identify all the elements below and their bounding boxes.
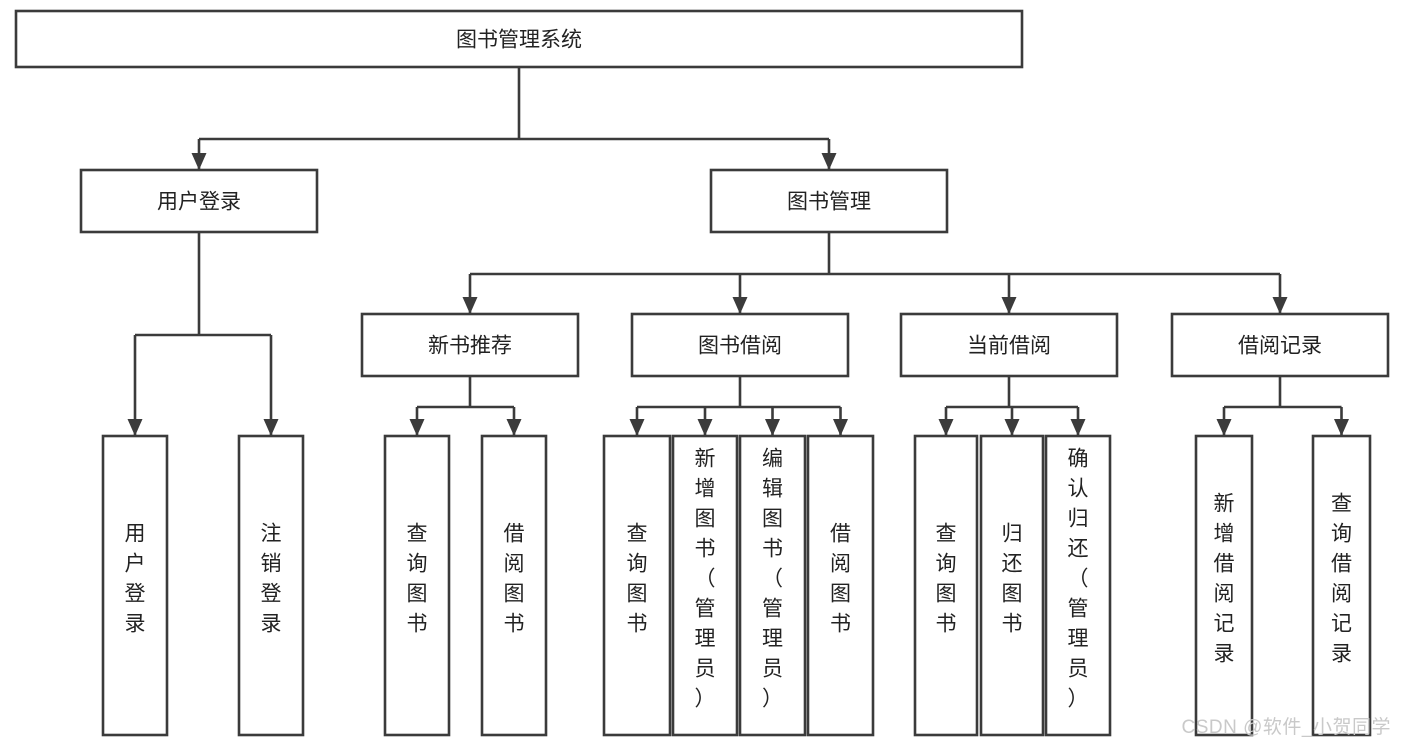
node-label: 注销登录 — [261, 523, 282, 636]
node-current-borrow[interactable]: 当前借阅 — [899, 312, 1119, 378]
arrow-head-icon — [1004, 419, 1020, 436]
node-box[interactable] — [101, 434, 169, 737]
node-label: 新书推荐 — [428, 335, 512, 358]
arrow-head-icon — [191, 153, 207, 170]
arrow-head-icon — [1216, 419, 1232, 436]
node-root[interactable]: 图书管理系统 — [14, 9, 1024, 69]
node-leaf-borrow-book-1[interactable]: 借阅图书 — [480, 434, 548, 737]
node-label: 图书管理 — [787, 191, 871, 214]
node-box[interactable] — [738, 434, 807, 737]
arrow-head-icon — [732, 297, 748, 314]
node-label: 借阅图书 — [830, 523, 851, 636]
node-box[interactable] — [671, 434, 739, 737]
node-box[interactable] — [480, 434, 548, 737]
connector-layer — [127, 67, 1349, 436]
arrow-head-icon — [409, 419, 425, 436]
node-label: 归还图书 — [1002, 523, 1023, 636]
arrow-head-icon — [1001, 297, 1017, 314]
node-leaf-query-borrow-record[interactable]: 查询借阅记录 — [1311, 434, 1372, 737]
arrow-head-icon — [697, 419, 713, 436]
node-label: 查询图书 — [627, 523, 648, 636]
node-leaf-user-login[interactable]: 用户登录 — [101, 434, 169, 737]
node-label: 借阅记录 — [1238, 335, 1322, 358]
arrow-head-icon — [1070, 419, 1086, 436]
node-leaf-query-book-3[interactable]: 查询图书 — [913, 434, 979, 737]
arrow-head-icon — [127, 419, 143, 436]
node-borrow-record[interactable]: 借阅记录 — [1170, 312, 1390, 378]
node-box[interactable] — [1170, 312, 1390, 378]
node-leaf-return-book[interactable]: 归还图书 — [979, 434, 1045, 737]
arrow-head-icon — [462, 297, 478, 314]
node-new-book-recommend[interactable]: 新书推荐 — [360, 312, 580, 378]
node-leaf-add-book-admin[interactable]: 新增图书（管理员） — [671, 434, 739, 737]
node-label: 图书借阅 — [698, 335, 782, 358]
node-box[interactable] — [79, 168, 319, 234]
arrow-head-icon — [1334, 419, 1349, 436]
arrow-head-icon — [1272, 297, 1288, 314]
node-box[interactable] — [360, 312, 580, 378]
node-label: 当前借阅 — [967, 335, 1051, 358]
node-box[interactable] — [237, 434, 305, 737]
arrow-head-icon — [938, 419, 954, 436]
node-layer: 图书管理系统用户登录图书管理新书推荐图书借阅当前借阅借阅记录用户登录注销登录查询… — [14, 9, 1390, 737]
node-box[interactable] — [383, 434, 451, 737]
node-label: 查询图书 — [936, 523, 957, 636]
node-label: 用户登录 — [125, 523, 146, 636]
node-label: 借阅图书 — [504, 523, 525, 636]
node-box[interactable] — [913, 434, 979, 737]
node-leaf-borrow-book-2[interactable]: 借阅图书 — [806, 434, 875, 737]
node-box[interactable] — [1194, 434, 1254, 737]
arrow-head-icon — [833, 419, 848, 436]
node-label: 查询图书 — [407, 523, 428, 636]
node-leaf-add-borrow-record[interactable]: 新增借阅记录 — [1194, 434, 1254, 737]
node-leaf-edit-book-admin[interactable]: 编辑图书（管理员） — [738, 434, 807, 737]
node-label: 新增借阅记录 — [1214, 493, 1235, 666]
arrow-head-icon — [506, 419, 522, 436]
node-box[interactable] — [709, 168, 949, 234]
node-leaf-confirm-return-admin[interactable]: 确认归还（管理员） — [1044, 434, 1112, 737]
node-book-manage[interactable]: 图书管理 — [709, 168, 949, 234]
node-label: 查询借阅记录 — [1331, 493, 1352, 666]
node-label: 新增图书（管理员） — [695, 448, 716, 711]
node-box[interactable] — [630, 312, 850, 378]
node-user-login[interactable]: 用户登录 — [79, 168, 319, 234]
node-box[interactable] — [806, 434, 875, 737]
node-label: 编辑图书（管理员） — [762, 448, 783, 711]
node-box[interactable] — [899, 312, 1119, 378]
node-book-borrow[interactable]: 图书借阅 — [630, 312, 850, 378]
node-box[interactable] — [602, 434, 672, 737]
node-box[interactable] — [979, 434, 1045, 737]
node-leaf-query-book-1[interactable]: 查询图书 — [383, 434, 451, 737]
arrow-head-icon — [629, 419, 645, 436]
arrow-head-icon — [263, 419, 279, 436]
node-label: 用户登录 — [157, 191, 241, 214]
node-leaf-user-logout[interactable]: 注销登录 — [237, 434, 305, 737]
node-box[interactable] — [1311, 434, 1372, 737]
node-label: 图书管理系统 — [456, 29, 582, 52]
node-leaf-query-book-2[interactable]: 查询图书 — [602, 434, 672, 737]
arrow-head-icon — [821, 153, 837, 170]
arrow-head-icon — [765, 419, 780, 436]
node-box[interactable] — [1044, 434, 1112, 737]
node-box[interactable] — [14, 9, 1024, 69]
node-label: 确认归还（管理员） — [1068, 448, 1089, 711]
